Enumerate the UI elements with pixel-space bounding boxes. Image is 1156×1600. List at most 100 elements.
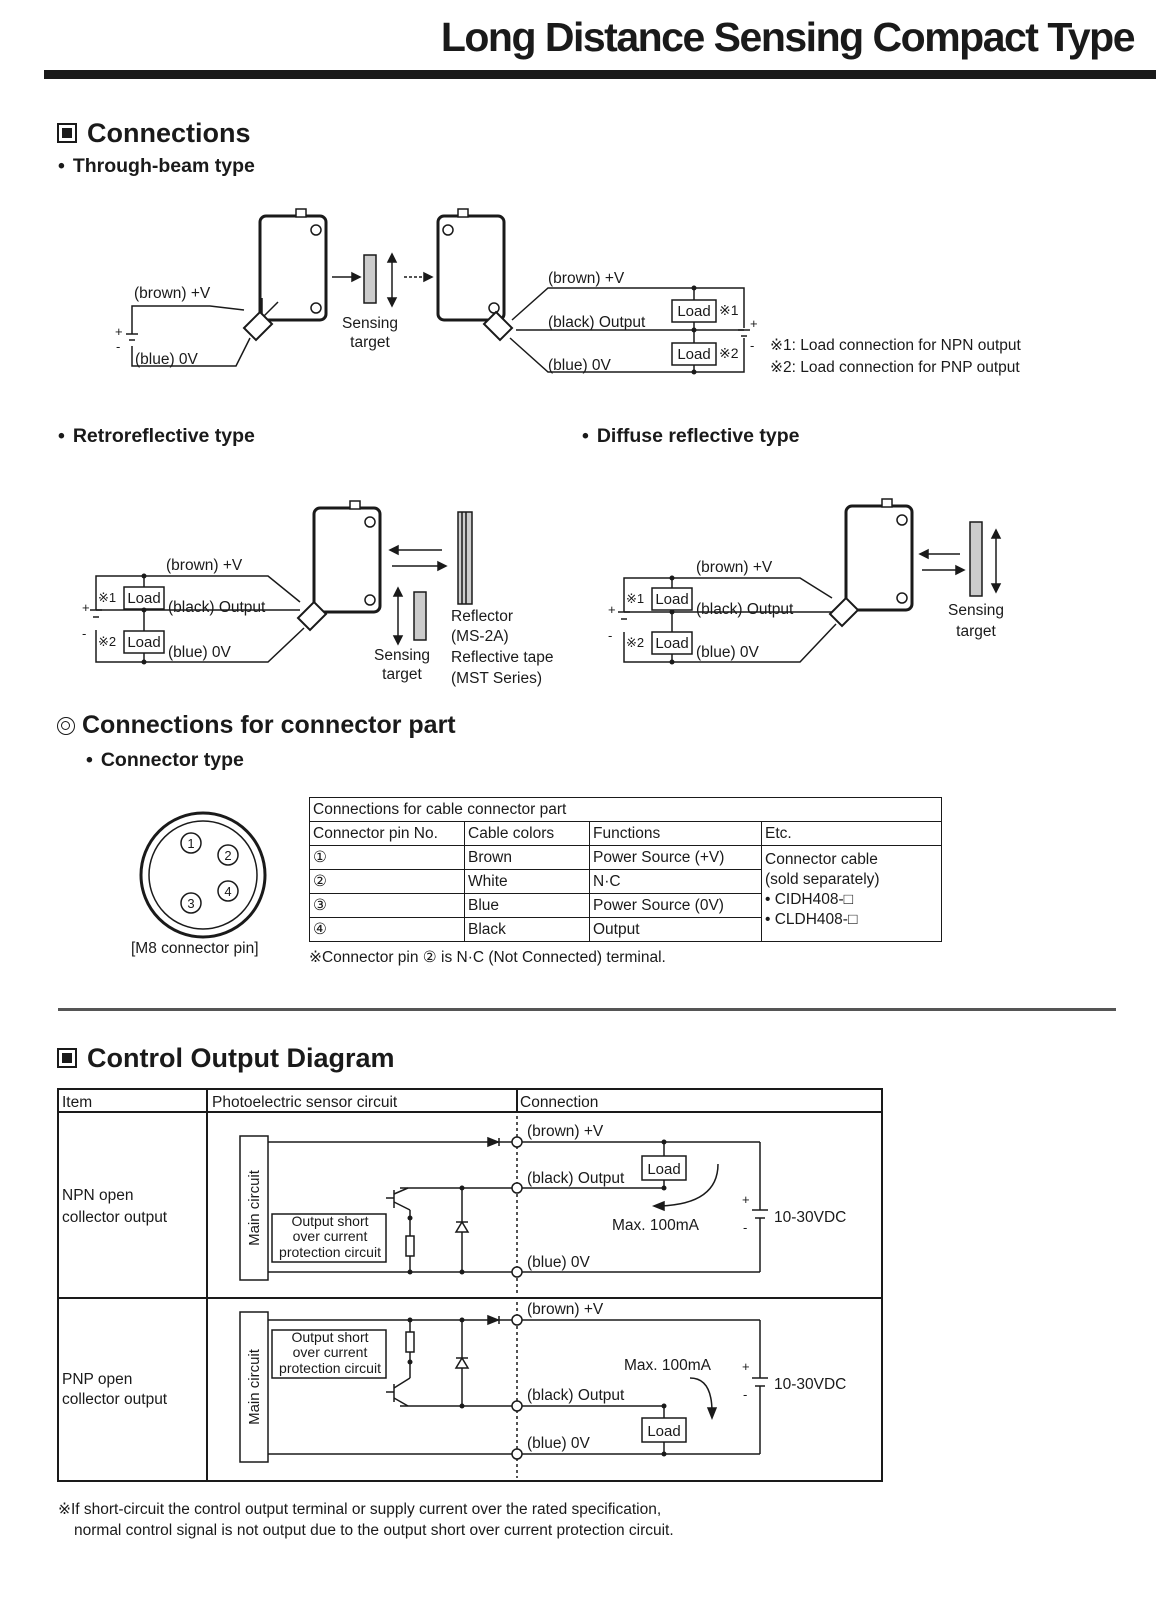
npn-circuit [239,1116,768,1294]
title-rule [44,70,1156,79]
retro-sensing-label: Sensing [374,647,430,664]
m8-pin-caption: [M8 connector pin] [131,940,259,957]
header-circuit: Photoelectric sensor circuit [212,1094,398,1111]
pnp-circuit [239,1302,768,1478]
reflector-line-4: (MST Series) [451,670,542,687]
square-bullet-icon [57,123,77,143]
table-row: ④ Black Output [309,917,942,942]
m8-connector-pin-diagram: 1 2 3 4 [139,811,267,939]
pnp-supply-label: 10-30VDC [774,1376,846,1393]
row-color: White [464,869,590,894]
tb-blue-label: (blue) 0V [135,351,199,368]
receiver-sensor-body [436,214,506,322]
control-heading-text: Control Output Diagram [87,1043,395,1073]
pnp-brown-label: (brown) +V [527,1301,604,1318]
pnp-main-circuit-label: Main circuit [246,1348,263,1425]
npn-supply-label: 10-30VDC [774,1209,846,1226]
npn-load-label: Load [647,1161,680,1178]
control-output-diagram: Item Photoelectric sensor circuit Connec… [57,1088,883,1482]
tb-mark-2: ※2 [719,345,739,361]
etc-line: • CLDH408-□ [765,911,858,928]
tb-plus: + [115,324,123,339]
npn-protection-line-2: over current [293,1228,368,1244]
pin-1-label: 1 [187,836,194,851]
pnp-blue-label: (blue) 0V [527,1435,591,1452]
pnp-load-label: Load [647,1423,680,1440]
connector-subheading: Connector type [86,749,244,772]
pin-3-label: 3 [187,896,194,911]
pnp-max-label: Max. 100mA [624,1357,712,1374]
retro-mark-1: ※1 [98,590,116,605]
pnp-minus: - [743,1387,747,1402]
npn-minus: - [743,1220,747,1235]
npn-protection-line-1: Output short [291,1213,368,1229]
retro-brown-label: (brown) +V [166,557,243,574]
diffuse-blue-label: (blue) 0V [696,644,760,661]
pnp-protection-line-1: Output short [291,1329,368,1345]
col-header-color: Cable colors [464,821,590,846]
tb-rx-plus: + [750,316,758,331]
pin-2-label: 2 [224,848,231,863]
diffuse-black-label: (black) Output [696,601,794,618]
row-color: Blue [464,893,590,918]
npn-max-label: Max. 100mA [612,1217,700,1234]
pnp-plus: + [742,1359,750,1374]
footnote-line-2: normal control signal is not output due … [74,1522,674,1539]
tb-rx-black-label: (black) Output [548,314,646,331]
diffuse-sensing-label: Sensing [948,602,1004,619]
section-divider [58,1008,1116,1011]
tb-mark-1: ※1 [719,302,739,318]
pnp-black-label: (black) Output [527,1387,625,1404]
pnp-item-line-1: PNP open [62,1371,132,1388]
etc-line: Connector cable [765,851,878,868]
row-color: Black [464,917,590,942]
row-function: Power Source (+V) [589,845,762,870]
tb-rx-brown-label: (brown) +V [548,270,625,287]
row-pin: ③ [309,893,465,918]
emitter-sensor-body [258,214,328,322]
diffuse-heading: Diffuse reflective type [582,425,800,448]
diffuse-plus: + [608,602,616,617]
header-item: Item [62,1094,92,1111]
header-connection: Connection [520,1094,598,1111]
diffuse-mark-1: ※1 [626,591,644,606]
retro-load-1: Load [127,590,160,607]
tb-minus: - [116,339,120,354]
diffuse-diagram: (brown) +V (black) Output (blue) 0V Load… [608,498,1004,665]
reflector-line-3: Reflective tape [451,649,554,666]
retro-black-label: (black) Output [168,599,266,616]
retro-load-2: Load [127,634,160,651]
etc-line: • CIDH408-□ [765,891,854,908]
page-title: Long Distance Sensing Compact Type [440,14,1136,60]
row-function: N·C [589,869,762,894]
npn-item-line-1: NPN open [62,1187,134,1204]
npn-brown-label: (brown) +V [527,1123,604,1140]
npn-protection-line-3: protection circuit [279,1244,381,1260]
row-pin: ① [309,845,465,870]
tb-rx-blue-label: (blue) 0V [548,357,612,374]
diffuse-load-2: Load [655,635,688,652]
npn-main-circuit-label: Main circuit [246,1169,263,1246]
npn-item-line-2: collector output [62,1209,168,1226]
row-pin: ④ [309,917,465,942]
pin-4-label: 4 [224,884,231,899]
tb-sensing-label: Sensing [342,315,398,332]
row-function: Power Source (0V) [589,893,762,918]
row-color: Brown [464,845,590,870]
diffuse-minus: - [608,628,612,643]
table-row: ① Brown Power Source (+V) Connector cabl… [309,845,942,942]
double-circle-icon [57,717,75,735]
tb-load-1: Load [677,303,710,320]
connector-note: ※Connector pin ② is N·C (Not Connected) … [309,949,666,966]
tb-load-2: Load [677,346,710,363]
footnote-line-1: ※If short-circuit the control output ter… [58,1501,662,1518]
npn-black-label: (black) Output [527,1170,625,1187]
col-header-etc: Etc. [761,821,942,846]
row-function: Output [589,917,762,942]
npn-plus: + [742,1192,750,1207]
pnp-protection-line-3: protection circuit [279,1360,381,1376]
pnp-item-line-2: collector output [62,1391,168,1408]
retro-target-label: target [382,666,422,683]
control-heading: Control Output Diagram [57,1043,394,1074]
connections-heading: Connections [57,118,251,149]
